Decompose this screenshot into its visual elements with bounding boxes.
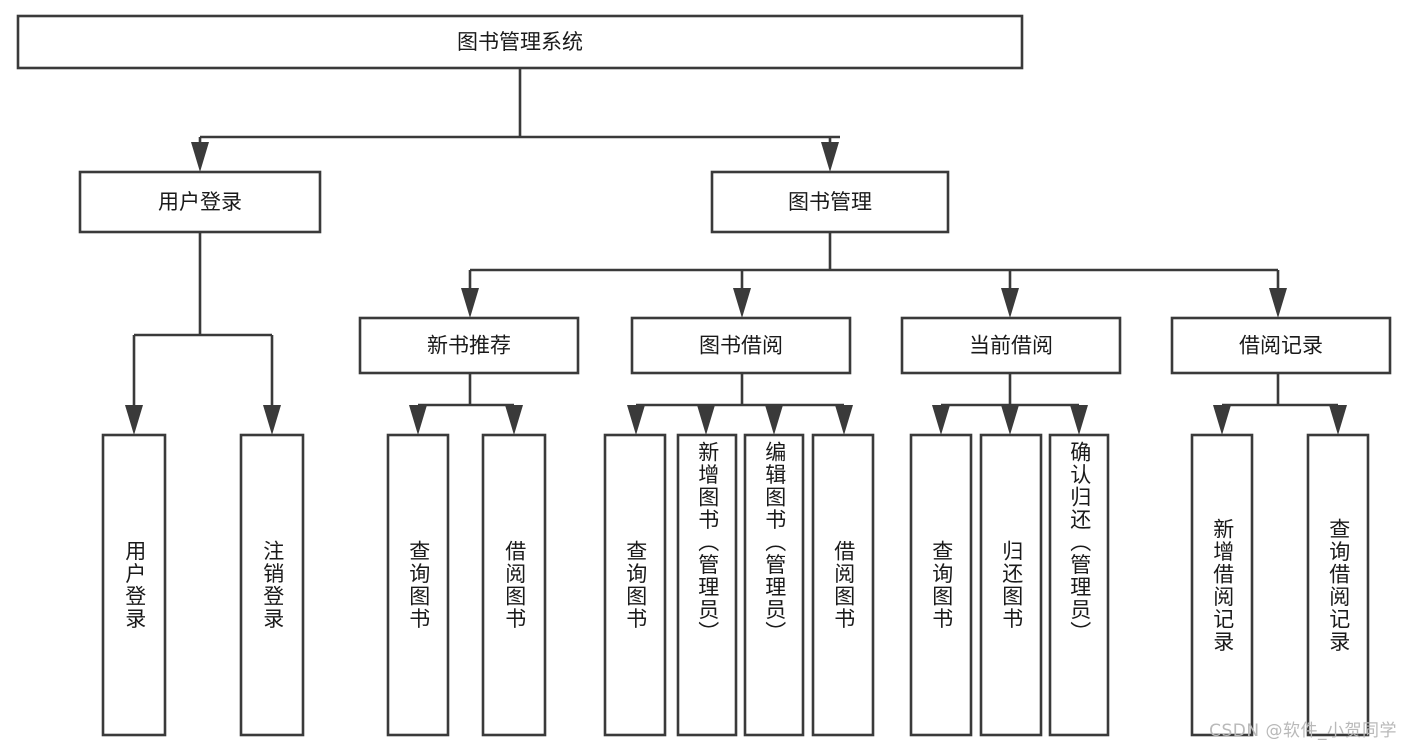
node-box-borrow-record[interactable] [1170, 316, 1392, 375]
arrow-leaf-9 [932, 405, 950, 435]
arrow-leaf-11 [1070, 405, 1088, 435]
arrow-leaf-8 [835, 405, 853, 435]
node-box-leaf-user-login[interactable] [101, 433, 167, 737]
node-box-leaf-edit-book[interactable] [743, 433, 805, 737]
arrow-leaf-10 [1001, 405, 1019, 435]
arrow-book-manage [821, 142, 839, 172]
arrow-leaf-12 [1213, 405, 1231, 435]
node-box-leaf-query-book-1[interactable] [386, 433, 450, 737]
node-box-current-borrow[interactable] [900, 316, 1122, 375]
node-label-root: 图书管理系统 [457, 30, 583, 54]
node-label-book-borrow: 图书借阅 [699, 334, 783, 358]
node-box-root[interactable] [16, 14, 1024, 70]
arrow-record [1269, 288, 1287, 318]
arrow-current [1001, 288, 1019, 318]
arrow-leaf-4 [505, 405, 523, 435]
arrow-leaf-13 [1329, 405, 1347, 435]
arrow-borrow [733, 288, 751, 318]
arrow-leaf-1 [125, 405, 143, 435]
node-box-leaf-borrow-book-2[interactable] [811, 433, 875, 737]
csdn-watermark: CSDN @软件_小贺同学 [1209, 721, 1397, 741]
arrow-user-login [191, 142, 209, 172]
arrow-leaf-7 [765, 405, 783, 435]
node-label-borrow-record: 借阅记录 [1239, 334, 1323, 358]
node-label-user-login: 用户登录 [158, 190, 242, 214]
node-label-current-borrow: 当前借阅 [969, 334, 1053, 358]
node-box-leaf-confirm-return[interactable] [1048, 433, 1110, 737]
node-box-user-login[interactable] [78, 170, 322, 234]
node-box-new-book-recommend[interactable] [358, 316, 580, 375]
arrow-leaf-6 [697, 405, 715, 435]
node-box-leaf-return-book[interactable] [979, 433, 1043, 737]
arrow-leaf-5 [627, 405, 645, 435]
arrowhead-layer [125, 142, 1347, 435]
node-box-book-borrow[interactable] [630, 316, 852, 375]
node-box-leaf-logout[interactable] [239, 433, 305, 737]
node-box-layer [16, 14, 1392, 737]
node-box-leaf-borrow-book-1[interactable] [481, 433, 547, 737]
node-label-book-manage: 图书管理 [788, 190, 872, 214]
arrow-leaf-3 [409, 405, 427, 435]
node-label-new-book-recommend: 新书推荐 [427, 334, 511, 358]
node-box-book-manage[interactable] [710, 170, 950, 234]
node-box-leaf-add-book[interactable] [676, 433, 738, 737]
arrow-recommend [461, 288, 479, 318]
arrow-leaf-2 [263, 405, 281, 435]
node-box-leaf-query-book-2[interactable] [603, 433, 667, 737]
node-box-leaf-add-record[interactable] [1190, 433, 1254, 737]
node-box-leaf-query-record[interactable] [1306, 433, 1370, 737]
node-box-leaf-query-book-3[interactable] [909, 433, 973, 737]
